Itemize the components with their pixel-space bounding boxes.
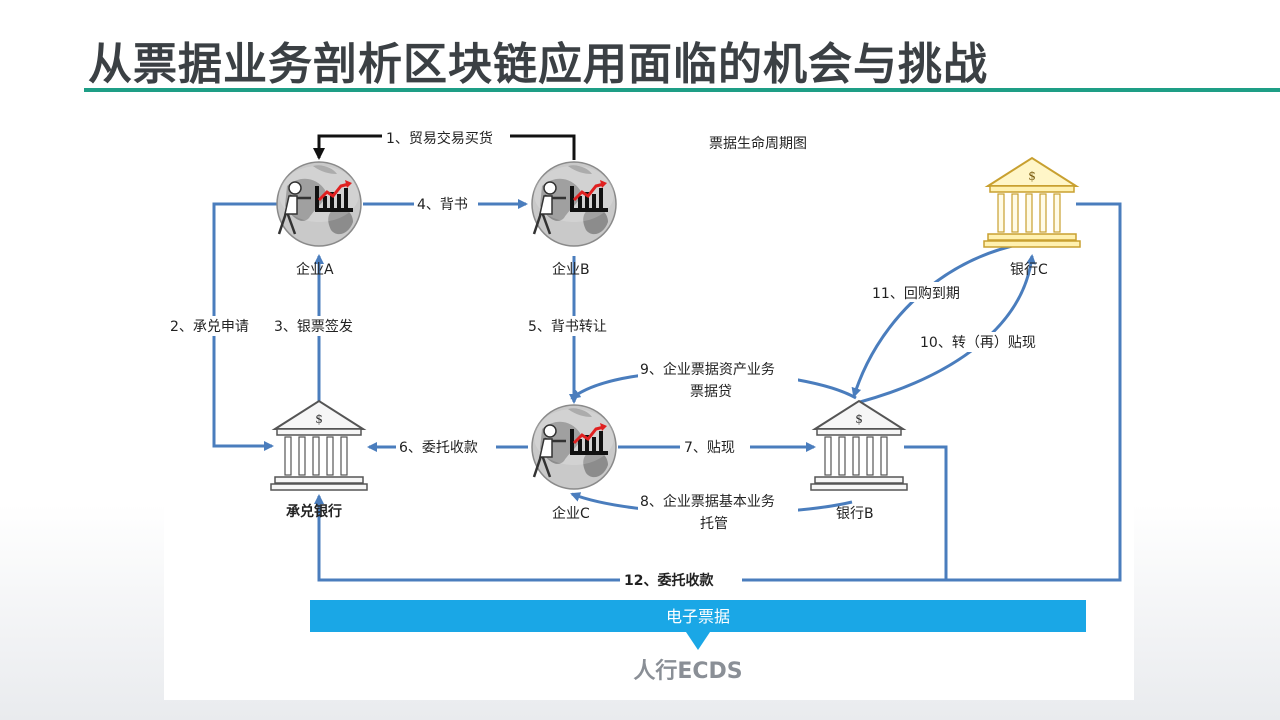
edge-9-label-line1: 9、企业票据资产业务 bbox=[640, 361, 775, 378]
edge-8-label-line1: 8、企业票据基本业务 bbox=[640, 493, 775, 510]
company-c-label: 企业C bbox=[552, 505, 590, 522]
edge-6-label: 6、委托收款 bbox=[399, 440, 478, 456]
edge-10-label: 10、转（再）贴现 bbox=[920, 335, 1036, 351]
page-title: 从票据业务剖析区块链应用面临的机会与挑战 bbox=[88, 39, 988, 90]
edge-10-rediscount bbox=[859, 254, 1037, 404]
accepting-bank-node bbox=[270, 400, 368, 491]
company-b-node bbox=[530, 160, 618, 248]
edge-4-label: 4、背书 bbox=[417, 197, 468, 213]
bank-b-node bbox=[810, 400, 908, 491]
bank-c-label: 银行C bbox=[1010, 262, 1048, 278]
edge-11-repo bbox=[851, 244, 1013, 398]
title-underline bbox=[84, 88, 1280, 92]
accepting-bank-label: 承兑银行 bbox=[286, 503, 342, 520]
diagram-caption: 票据生命周期图 bbox=[709, 135, 807, 152]
edge-12-label: 12、委托收款 bbox=[624, 572, 714, 589]
diagram-canvas: $ $ 票据生命周期图 1、贸易交易买货 bbox=[164, 106, 1134, 700]
edge-9-label-line2: 票据贷 bbox=[690, 384, 732, 400]
company-a-node bbox=[275, 160, 363, 248]
edge-12-branch bbox=[904, 445, 948, 580]
edge-11-label: 11、回购到期 bbox=[872, 286, 960, 302]
edge-2-label: 2、承兑申请 bbox=[170, 319, 249, 335]
edge-3-label: 3、银票签发 bbox=[274, 318, 353, 335]
electronic-bill-label: 电子票据 bbox=[666, 607, 730, 626]
edge-1-label: 1、贸易交易买货 bbox=[386, 130, 493, 147]
down-arrow-icon bbox=[686, 632, 710, 650]
bank-c-node bbox=[983, 157, 1081, 248]
edge-12-collect bbox=[314, 202, 1122, 582]
electronic-bill-bar bbox=[310, 600, 1086, 632]
bank-b-label: 银行B bbox=[836, 506, 874, 522]
edge-5-label: 5、背书转让 bbox=[528, 319, 607, 335]
edge-7-label: 7、贴现 bbox=[684, 440, 735, 456]
company-a-label: 企业A bbox=[296, 261, 334, 278]
bill-lifecycle-diagram: $ $ 票据生命周期图 1、贸易交易买货 bbox=[167, 128, 1122, 684]
edge-8-label-line2: 托管 bbox=[700, 516, 728, 532]
company-b-label: 企业B bbox=[552, 261, 590, 278]
company-c-node bbox=[530, 403, 618, 491]
ecds-label: 人行ECDS bbox=[633, 658, 742, 684]
